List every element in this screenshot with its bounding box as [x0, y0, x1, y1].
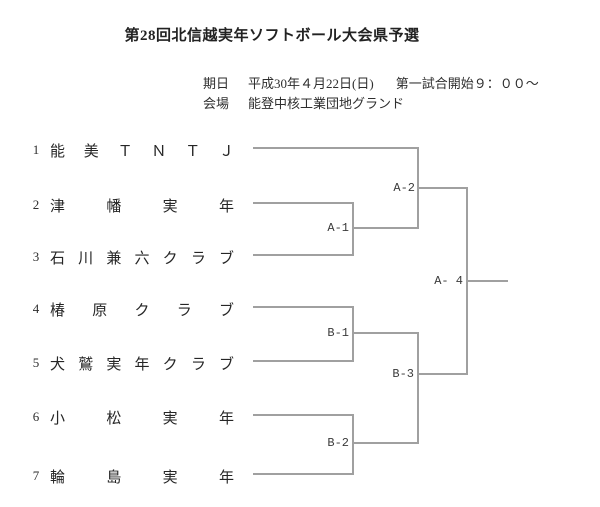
- bracket-line-team5: [253, 360, 354, 362]
- match-label-b2: B-2: [327, 436, 349, 450]
- bracket-vertical-a2: [417, 147, 419, 229]
- bracket-line-team2: [253, 202, 354, 204]
- team-name: 小 松 実 年: [50, 411, 234, 427]
- bracket-line-team3: [253, 254, 354, 256]
- bracket-winner-line: [467, 280, 508, 282]
- bracket-line-team4: [253, 306, 354, 308]
- team-name: 椿 原 ク ラ ブ: [50, 303, 234, 319]
- venue-label: 会場: [203, 96, 230, 111]
- venue-row: 会場 能登中核工業団地グランド: [203, 93, 404, 112]
- match-label-a1: A-1: [327, 221, 349, 235]
- bracket-connector-b3: [418, 373, 468, 375]
- bracket-vertical-a1: [352, 202, 354, 256]
- bracket-connector-a2: [418, 187, 468, 189]
- bracket-line-team6: [253, 414, 354, 416]
- bracket-connector-b2: [353, 442, 419, 444]
- bracket-line-team1: [253, 147, 419, 149]
- bracket-connector-b1: [353, 332, 419, 334]
- date-label: 期日: [203, 76, 230, 91]
- date-value: 平成30年４月22日(日): [248, 76, 374, 91]
- team-name: 能 美 Ｔ Ｎ Ｔ Ｊ: [50, 144, 234, 160]
- team-seed: 4: [32, 301, 40, 316]
- match-label-final: A- 4: [434, 274, 463, 288]
- match-label-b3: B-3: [392, 367, 414, 381]
- team-seed: 5: [32, 355, 40, 370]
- bracket-line-team7: [253, 473, 354, 475]
- match-label-a2: A-2: [393, 181, 415, 195]
- team-name: 犬 鷲 実 年 ク ラ ブ: [50, 357, 234, 373]
- bracket-vertical-final: [466, 187, 468, 375]
- bracket-vertical-b1: [352, 306, 354, 362]
- first-game-time: 第一試合開始９：００～: [395, 76, 539, 91]
- team-name: 石 川 兼 六 ク ラ ブ: [50, 251, 234, 267]
- team-name: 津 幡 実 年: [50, 199, 234, 215]
- team-seed: 7: [32, 468, 40, 483]
- team-seed: 1: [32, 142, 40, 157]
- venue-value: 能登中核工業団地グランド: [248, 96, 405, 111]
- bracket-vertical-b2: [352, 414, 354, 475]
- team-name: 輪 島 実 年: [50, 470, 234, 486]
- bracket-connector-a1: [353, 227, 419, 229]
- team-seed: 2: [32, 197, 40, 212]
- bracket-vertical-b3: [417, 332, 419, 444]
- page-title: 第28回北信越実年ソフトボール大会県予選: [124, 28, 420, 44]
- team-seed: 3: [32, 249, 40, 264]
- event-date-row: 期日 平成30年４月22日(日) 第一試合開始９：００～: [203, 73, 539, 92]
- match-label-b1: B-1: [327, 326, 349, 340]
- team-seed: 6: [32, 409, 40, 424]
